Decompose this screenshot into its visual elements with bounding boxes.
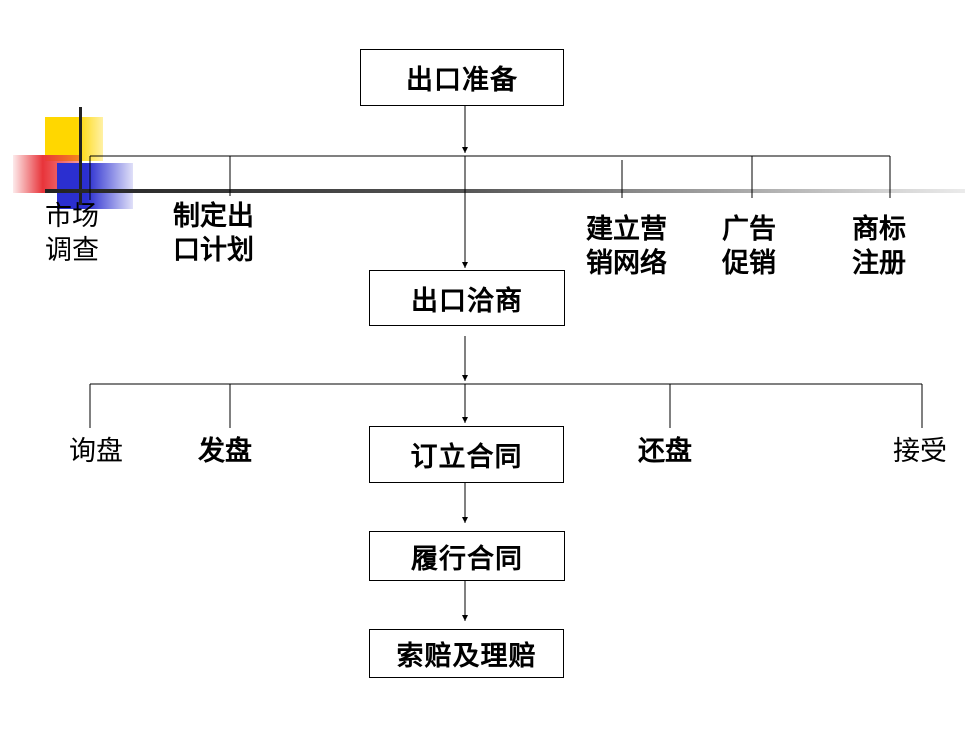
prep-item-sales-network: 建立营 销网络 xyxy=(586,214,667,279)
node-export-negotiation: 出口洽商 xyxy=(369,270,565,326)
prep-item-advertising: 广告 促销 xyxy=(722,214,776,279)
decor-horizontal-rule xyxy=(45,189,965,193)
neg-item-inquiry: 询盘 xyxy=(69,436,123,467)
decor-blue-square xyxy=(57,163,133,209)
neg-item-offer: 发盘 xyxy=(198,436,252,467)
node-perform-contract: 履行合同 xyxy=(369,531,565,581)
node-sign-contract: 订立合同 xyxy=(369,426,564,483)
node-export-preparation: 出口准备 xyxy=(360,49,564,106)
prep-item-trademark: 商标 注册 xyxy=(852,214,906,279)
decor-vertical-rule xyxy=(79,107,82,205)
node-claims: 索赔及理赔 xyxy=(369,629,564,678)
neg-item-counter-offer: 还盘 xyxy=(638,436,692,467)
neg-item-acceptance: 接受 xyxy=(893,436,947,467)
prep-item-export-plan: 制定出 口计划 xyxy=(173,201,254,266)
prep-item-market-research: 市场 调查 xyxy=(45,201,99,266)
decor-yellow-square xyxy=(45,117,103,161)
